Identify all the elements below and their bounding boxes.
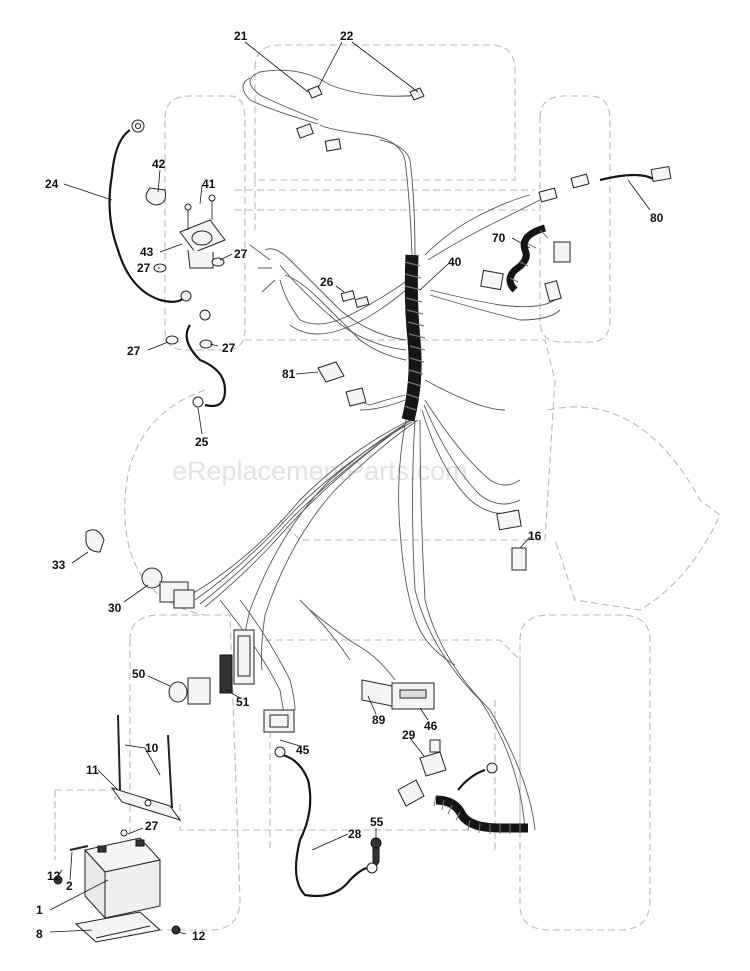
connector-16a bbox=[496, 509, 522, 531]
callout-11: 11 bbox=[86, 763, 99, 777]
cable-25 bbox=[185, 324, 227, 408]
ring-terminal-28 bbox=[366, 862, 378, 874]
nut-12b bbox=[171, 925, 181, 935]
callout-26: 26 bbox=[320, 275, 334, 289]
washer-27d bbox=[199, 339, 213, 349]
bulb-socket-22a bbox=[307, 85, 323, 99]
callout-42: 42 bbox=[152, 157, 166, 171]
washer-27c bbox=[165, 335, 179, 345]
washer-27b bbox=[211, 257, 225, 267]
ring-terminal-25b bbox=[192, 396, 204, 408]
callout-80: 80 bbox=[650, 211, 664, 225]
callout-40: 40 bbox=[448, 255, 462, 269]
callout-81: 81 bbox=[282, 367, 296, 381]
callout-50: 50 bbox=[132, 667, 146, 681]
callout-41: 41 bbox=[202, 177, 216, 191]
callout-16: 16 bbox=[528, 529, 542, 543]
callout-25: 25 bbox=[195, 435, 209, 449]
bulb-socket-22b bbox=[409, 87, 425, 101]
wire-loom-coil bbox=[401, 224, 549, 834]
callout-labels: 21 22 24 42 41 43 27 27 27 27 25 80 70 4… bbox=[36, 29, 664, 943]
harness-wires bbox=[189, 69, 561, 831]
callout-2: 2 bbox=[66, 879, 73, 893]
connector-16b bbox=[511, 547, 527, 571]
cable-28 bbox=[282, 753, 369, 898]
callout-27-d: 27 bbox=[222, 341, 236, 355]
callout-21: 21 bbox=[234, 29, 248, 43]
callout-27-c: 27 bbox=[127, 344, 141, 358]
callout-43: 43 bbox=[140, 245, 154, 259]
leader-lines bbox=[49, 41, 651, 935]
callout-24: 24 bbox=[45, 177, 59, 191]
bolt-2 bbox=[69, 845, 89, 851]
connector-21 bbox=[296, 123, 314, 139]
plug-51 bbox=[233, 629, 255, 685]
connector-80b bbox=[650, 165, 672, 183]
bracket-89 bbox=[361, 679, 393, 707]
wire-80 bbox=[599, 173, 656, 182]
callout-89: 89 bbox=[372, 713, 386, 727]
knob-50 bbox=[168, 681, 188, 703]
bracket-51 bbox=[219, 654, 233, 694]
ring-terminal-25a bbox=[199, 309, 211, 321]
ring-terminal-24b bbox=[180, 290, 192, 302]
components bbox=[53, 85, 672, 943]
callout-29: 29 bbox=[402, 728, 416, 742]
callout-8: 8 bbox=[36, 927, 43, 941]
battery-cables bbox=[108, 129, 656, 898]
callout-55: 55 bbox=[370, 815, 384, 829]
clip-33 bbox=[85, 529, 105, 553]
terminal-boot-42 bbox=[145, 187, 166, 206]
callout-46: 46 bbox=[424, 719, 438, 733]
callout-27-a: 27 bbox=[234, 247, 248, 261]
callout-12-b: 12 bbox=[192, 929, 206, 943]
switch-50 bbox=[187, 677, 211, 705]
callout-1: 1 bbox=[36, 903, 43, 917]
callout-28: 28 bbox=[348, 827, 362, 841]
solenoid-43 bbox=[179, 194, 226, 269]
connector-70a bbox=[480, 269, 504, 291]
callout-27-e: 27 bbox=[145, 819, 159, 833]
callout-30: 30 bbox=[108, 601, 122, 615]
callout-10: 10 bbox=[145, 741, 159, 755]
switch-45 bbox=[263, 709, 295, 733]
connector-70b bbox=[553, 241, 571, 263]
callout-45: 45 bbox=[296, 743, 310, 757]
callout-12-a: 12 bbox=[47, 869, 61, 883]
battery-1 bbox=[84, 837, 161, 920]
callout-70: 70 bbox=[492, 231, 506, 245]
callout-27-b: 27 bbox=[137, 261, 151, 275]
wire-29 bbox=[457, 768, 486, 791]
callout-33: 33 bbox=[52, 558, 66, 572]
tray-8 bbox=[74, 911, 162, 943]
connector-80a bbox=[570, 173, 590, 189]
callout-51: 51 bbox=[236, 695, 250, 709]
relay-81 bbox=[317, 361, 345, 383]
cable-24 bbox=[108, 129, 186, 303]
ignition-switch-30 bbox=[141, 567, 195, 609]
switch-29 bbox=[419, 751, 447, 777]
chassis-outline bbox=[54, 44, 721, 931]
connector-26a bbox=[340, 289, 356, 303]
callout-22: 22 bbox=[340, 29, 354, 43]
